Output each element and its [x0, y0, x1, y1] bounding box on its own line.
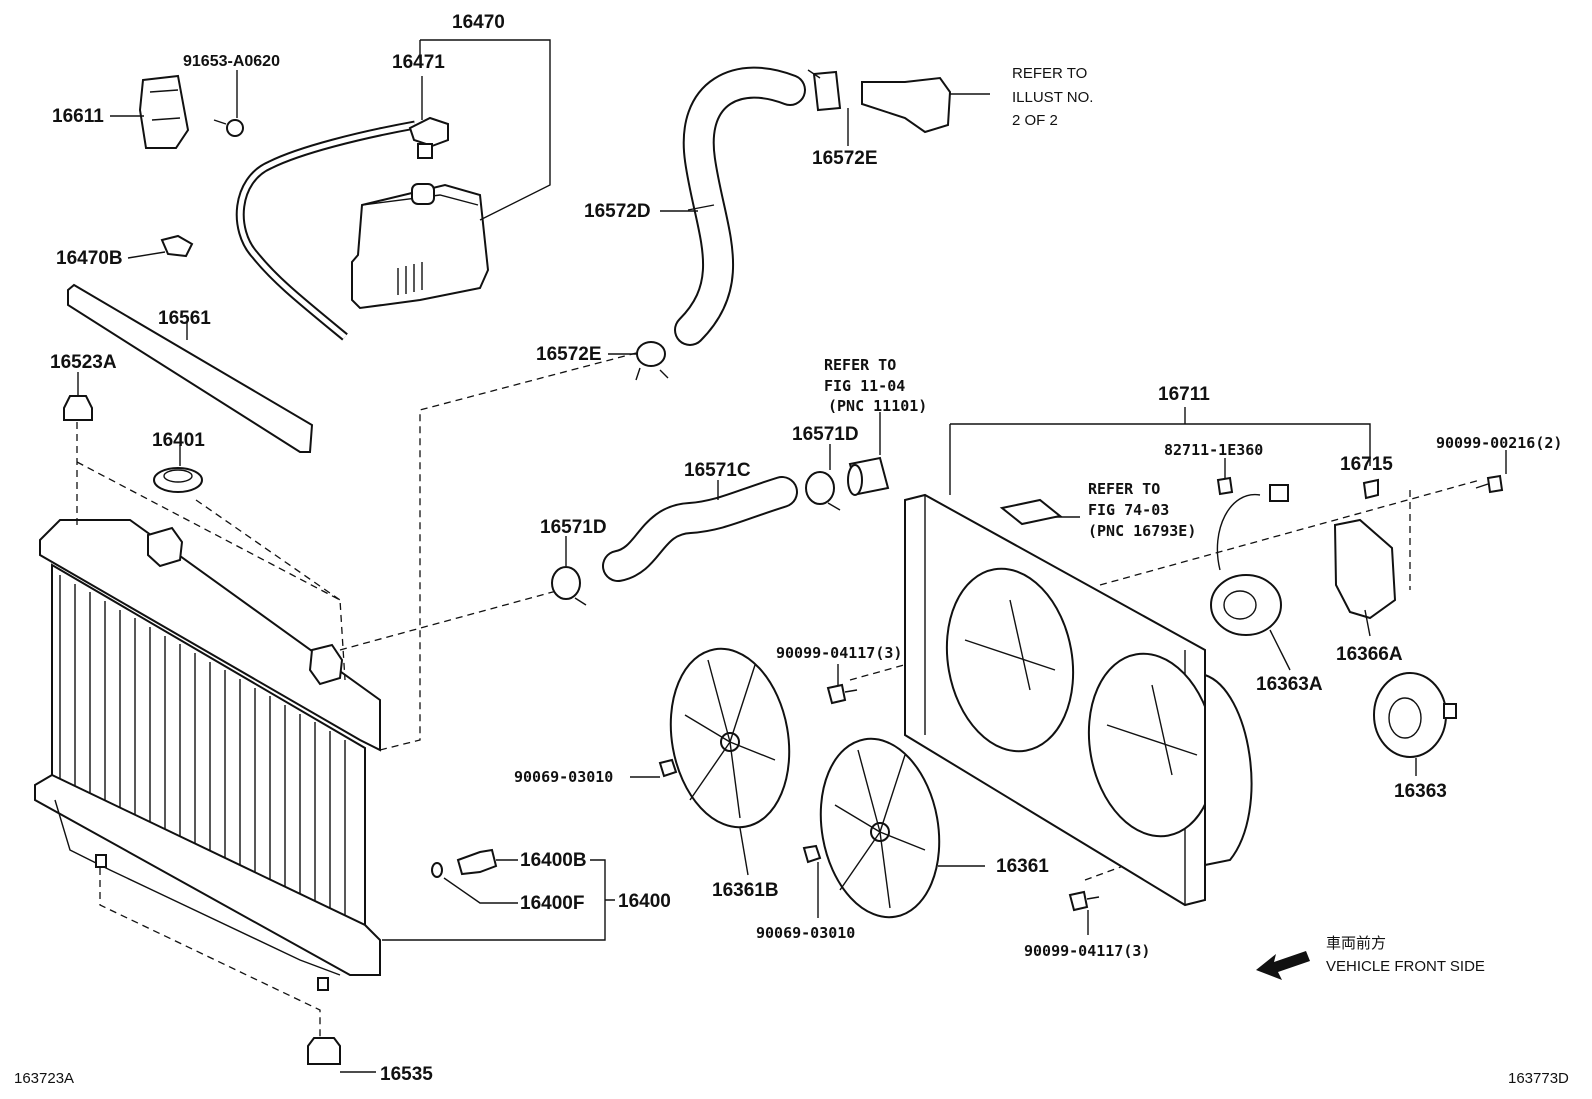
- label-16400F: 16400F: [520, 893, 584, 914]
- refer-note-line: 2 OF 2: [1012, 112, 1058, 129]
- clamp-16571D-top: [805, 471, 841, 511]
- label-90099-04117-a: 90099-04117(3): [776, 644, 902, 662]
- refer-note-line: REFER TO: [1012, 65, 1087, 82]
- refer-note-line: ILLUST NO.: [1012, 89, 1093, 106]
- water-outlet: [861, 76, 952, 134]
- label-16523A: 16523A: [50, 352, 117, 373]
- label-16361: 16361: [996, 856, 1049, 877]
- bolt-91653: [213, 119, 244, 137]
- label-16711: 16711: [1158, 384, 1210, 405]
- hose-16572D: [674, 66, 806, 346]
- label-16470: 16470: [452, 12, 505, 33]
- label-16572D: 16572D: [584, 201, 651, 222]
- clamp-16572E-mid: [635, 341, 669, 381]
- clamp-16470B: [160, 234, 194, 258]
- bolt-90099-04117-a: [826, 683, 858, 705]
- pipe-11101: [847, 456, 890, 496]
- label-16471: 16471: [392, 52, 445, 73]
- refer-note-fig-74-03: REFER TO FIG 74-03 (PNC 16793E): [999, 480, 1196, 540]
- label-16535: 16535: [380, 1064, 433, 1085]
- label-90069-03010-a: 90069-03010: [514, 768, 613, 786]
- motor-16363A: [1210, 484, 1289, 636]
- nut-90069-b: [802, 844, 822, 864]
- bolt-90099-04117-b: [1068, 890, 1100, 912]
- fan-16361: [819, 737, 941, 919]
- label-16715: 16715: [1340, 454, 1393, 475]
- label-16561: 16561: [158, 308, 211, 329]
- clamp-16572E-top: [807, 69, 842, 112]
- refer-note-line: REFER TO: [1088, 480, 1160, 498]
- refer-note-line: REFER TO: [824, 356, 896, 374]
- reservoir-cap-16471: [408, 116, 449, 159]
- screw-90099-00216: [1475, 474, 1504, 494]
- refer-note-fig-11-04: REFER TO FIG 11-04 (PNC 11101): [824, 356, 927, 415]
- label-16611: 16611: [52, 106, 104, 127]
- fan-shroud-16711: [904, 493, 1253, 907]
- cushion-16523A: [63, 395, 93, 421]
- figure-code-right: 163773D: [1508, 1070, 1569, 1087]
- label-16571D-top: 16571D: [792, 424, 859, 445]
- label-16571D-left: 16571D: [540, 517, 607, 538]
- reservoir-hose: [235, 120, 416, 341]
- figure-code-left: 163723A: [14, 1070, 74, 1087]
- label-16366A: 16366A: [1336, 644, 1403, 665]
- drain-cock-16400B: [456, 848, 498, 876]
- clip-16715: [1362, 478, 1379, 500]
- label-90099-00216: 90099-00216(2): [1436, 434, 1562, 452]
- label-90099-04117-b: 90099-04117(3): [1024, 942, 1150, 960]
- direction-label-jp: 車両前方: [1326, 935, 1386, 952]
- reservoir-tank: [351, 183, 490, 310]
- direction-label-en: VEHICLE FRONT SIDE: [1326, 958, 1485, 975]
- o-ring-16400F: [431, 862, 443, 878]
- shroud-cover-16366A: [1333, 518, 1397, 620]
- clamp-16571D-left: [551, 566, 587, 606]
- refer-note-illust: REFER TO ILLUST NO. 2 OF 2: [1012, 65, 1093, 129]
- label-90069-03010-b: 90069-03010: [756, 924, 855, 942]
- fan-16361B: [669, 647, 791, 829]
- radiator-core: [34, 519, 381, 991]
- label-16470B: 16470B: [56, 248, 123, 269]
- refer-note-line: (PNC 11101): [828, 397, 927, 415]
- hose-16571C: [602, 476, 798, 582]
- label-82711-1E360: 82711-1E360: [1164, 441, 1263, 459]
- label-16571C: 16571C: [684, 460, 751, 481]
- connector-82711: [1216, 476, 1234, 496]
- refer-note-line: FIG 11-04: [824, 377, 905, 395]
- label-16401: 16401: [152, 430, 205, 451]
- label-16572E-top: 16572E: [812, 148, 878, 169]
- motor-16363: [1373, 672, 1457, 758]
- vehicle-front-indicator: 車両前方 VEHICLE FRONT SIDE: [1256, 935, 1485, 980]
- seal-16561: [67, 283, 314, 453]
- nut-90069-a: [658, 758, 678, 778]
- label-16363: 16363: [1394, 781, 1447, 802]
- cushion-16535: [307, 1037, 341, 1065]
- refer-note-line: FIG 74-03: [1088, 501, 1169, 519]
- label-16361B: 16361B: [712, 880, 779, 901]
- refer-note-line: (PNC 16793E): [1088, 522, 1196, 540]
- cap-16401: [153, 467, 203, 493]
- label-16363A: 16363A: [1256, 674, 1323, 695]
- label-16400B: 16400B: [520, 850, 587, 871]
- bracket-16611: [138, 74, 190, 149]
- arrow-left-icon: [1256, 951, 1310, 980]
- label-16572E-mid: 16572E: [536, 344, 602, 365]
- label-91653-A0620: 91653-A0620: [183, 53, 280, 70]
- label-16400: 16400: [618, 891, 671, 912]
